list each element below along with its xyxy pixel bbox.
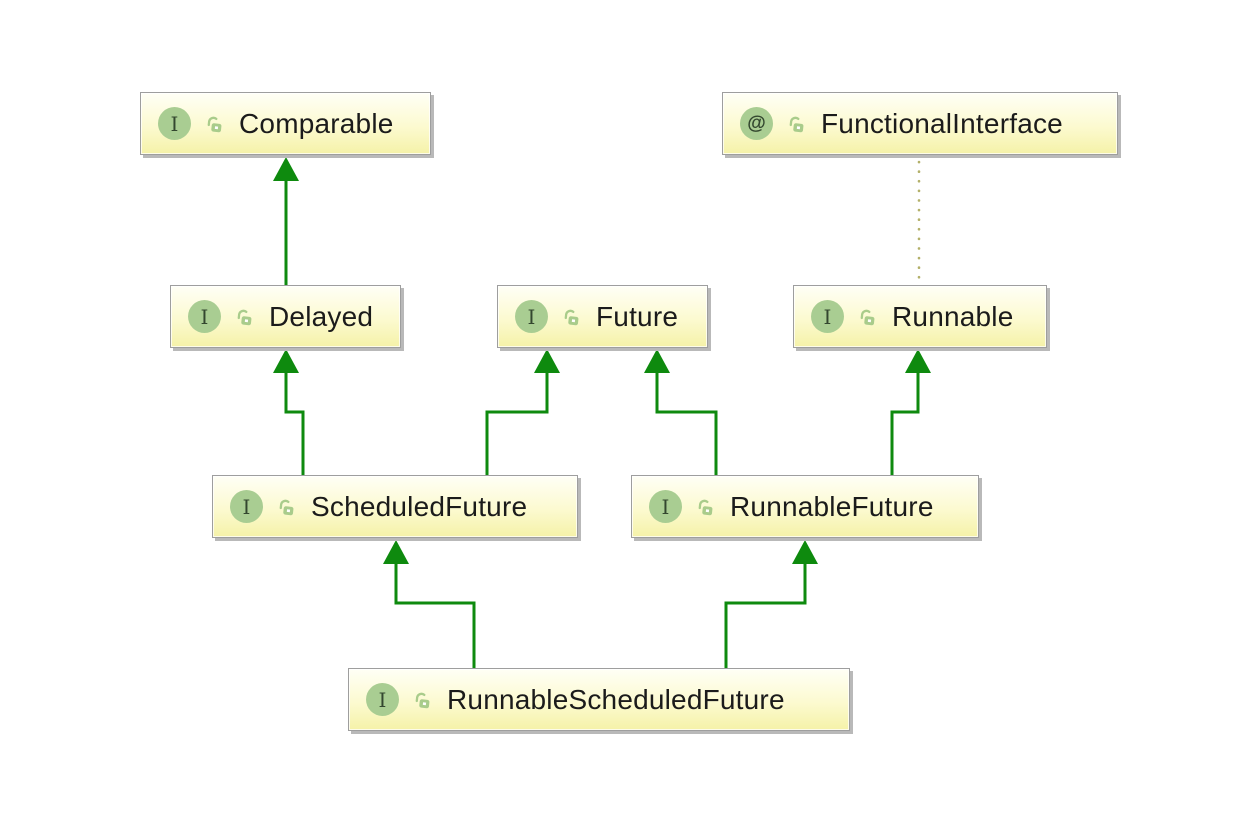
node-runnable-scheduled-future[interactable]: I RunnableScheduledFuture bbox=[348, 668, 850, 731]
node-delayed[interactable]: I Delayed bbox=[170, 285, 401, 348]
interface-icon: I bbox=[230, 490, 263, 523]
node-label: Delayed bbox=[269, 300, 374, 332]
edge-runnablescheduledfuture-extends-runnablefuture bbox=[724, 540, 818, 668]
node-scheduled-future[interactable]: I ScheduledFuture bbox=[212, 475, 578, 538]
node-future[interactable]: I Future bbox=[497, 285, 708, 348]
edge-scheduledfuture-extends-delayed bbox=[273, 349, 305, 475]
public-lock-icon bbox=[564, 309, 579, 326]
node-label: Future bbox=[596, 300, 679, 332]
edge-runnablefuture-extends-future bbox=[644, 349, 718, 475]
node-label: RunnableScheduledFuture bbox=[447, 683, 785, 715]
edge-runnablefuture-extends-runnable bbox=[890, 349, 931, 475]
interface-icon: I bbox=[515, 300, 548, 333]
public-lock-icon bbox=[237, 309, 252, 326]
public-lock-icon bbox=[860, 309, 875, 326]
node-runnable[interactable]: I Runnable bbox=[793, 285, 1047, 348]
node-functional-interface[interactable]: @ FunctionalInterface bbox=[722, 92, 1118, 155]
node-label: FunctionalInterface bbox=[821, 107, 1063, 139]
edge-delayed-extends-comparable bbox=[273, 157, 299, 285]
node-label: RunnableFuture bbox=[730, 490, 934, 522]
public-lock-icon bbox=[279, 499, 294, 516]
node-comparable[interactable]: I Comparable bbox=[140, 92, 431, 155]
interface-icon: I bbox=[366, 683, 399, 716]
node-label: Runnable bbox=[892, 300, 1014, 332]
public-lock-icon bbox=[207, 116, 222, 133]
annotation-icon: @ bbox=[740, 107, 773, 140]
node-label: Comparable bbox=[239, 107, 394, 139]
public-lock-icon bbox=[789, 116, 804, 133]
interface-icon: I bbox=[649, 490, 682, 523]
interface-icon: I bbox=[188, 300, 221, 333]
interface-icon: I bbox=[811, 300, 844, 333]
node-label: ScheduledFuture bbox=[311, 490, 528, 522]
node-runnable-future[interactable]: I RunnableFuture bbox=[631, 475, 979, 538]
edge-runnablescheduledfuture-extends-scheduledfuture bbox=[383, 540, 476, 668]
interface-icon: I bbox=[158, 107, 191, 140]
public-lock-icon bbox=[698, 499, 713, 516]
edge-scheduledfuture-extends-future bbox=[485, 349, 560, 475]
public-lock-icon bbox=[415, 692, 430, 709]
